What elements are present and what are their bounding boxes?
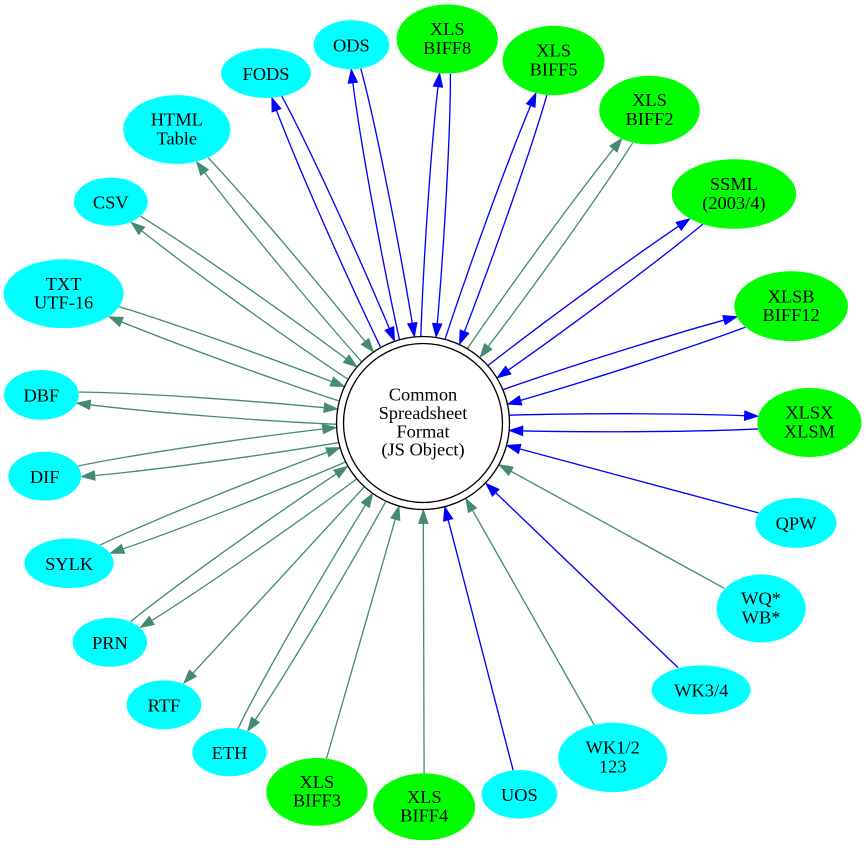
svg-text:Common: Common	[389, 385, 457, 405]
svg-text:QPW: QPW	[776, 514, 818, 534]
svg-text:XLS: XLS	[407, 787, 442, 807]
svg-text:(JS Object): (JS Object)	[381, 440, 464, 461]
svg-text:PRN: PRN	[92, 633, 128, 653]
svg-text:WB*: WB*	[742, 607, 781, 627]
svg-text:WK1/2: WK1/2	[586, 738, 640, 758]
svg-text:FODS: FODS	[242, 64, 289, 84]
svg-text:TXT: TXT	[46, 274, 82, 294]
svg-text:Format: Format	[396, 421, 449, 441]
svg-text:BIFF8: BIFF8	[423, 38, 471, 58]
svg-text:WK3/4: WK3/4	[674, 681, 728, 701]
svg-text:XLSM: XLSM	[784, 421, 835, 441]
svg-text:UOS: UOS	[501, 785, 538, 805]
svg-text:DIF: DIF	[30, 467, 60, 487]
svg-text:CSV: CSV	[93, 193, 129, 213]
svg-text:SSML: SSML	[710, 174, 758, 194]
svg-text:BIFF2: BIFF2	[625, 109, 673, 129]
svg-text:UTF-16: UTF-16	[34, 293, 93, 313]
svg-text:XLS: XLS	[300, 772, 335, 792]
svg-text:BIFF12: BIFF12	[762, 305, 819, 325]
svg-text:Table: Table	[157, 128, 198, 148]
svg-text:SYLK: SYLK	[45, 554, 94, 574]
svg-text:XLS: XLS	[536, 41, 571, 61]
svg-text:BIFF5: BIFF5	[530, 59, 578, 79]
svg-text:DBF: DBF	[24, 386, 60, 406]
svg-text:WQ*: WQ*	[741, 589, 781, 609]
svg-text:XLSX: XLSX	[785, 403, 833, 423]
svg-text:ODS: ODS	[333, 36, 370, 56]
svg-text:XLS: XLS	[632, 90, 667, 110]
svg-text:123: 123	[599, 756, 627, 776]
svg-text:HTML: HTML	[151, 110, 203, 130]
svg-text:Spreadsheet: Spreadsheet	[379, 403, 468, 423]
svg-text:ETH: ETH	[212, 743, 248, 763]
svg-text:BIFF3: BIFF3	[293, 791, 341, 811]
svg-text:XLS: XLS	[430, 19, 465, 39]
svg-text:RTF: RTF	[148, 696, 181, 716]
svg-text:(2003/4): (2003/4)	[702, 193, 765, 214]
svg-text:BIFF4: BIFF4	[400, 806, 448, 826]
svg-text:XLSB: XLSB	[768, 286, 815, 306]
